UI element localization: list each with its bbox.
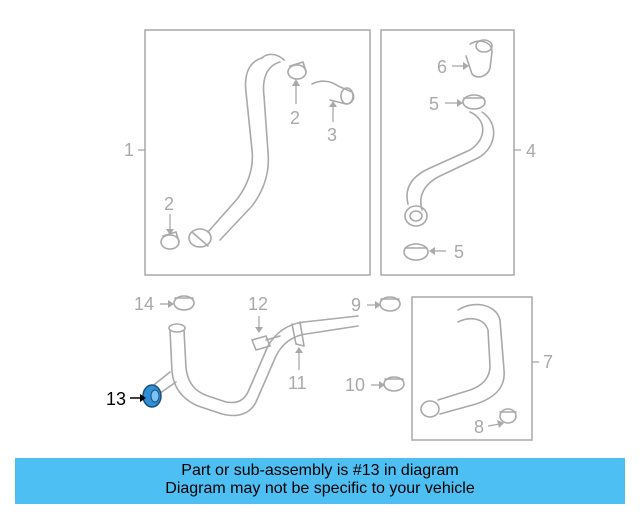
callout-1: 1 [124,140,134,160]
callout-9: 9 [351,295,361,315]
elbow-part-3 [311,80,355,122]
clamp-part-9 [367,296,401,312]
clamp-part-2-upper [287,61,307,104]
pipe-part-11 [149,315,359,417]
banner-line-1: Part or sub-assembly is #13 in diagram [181,462,459,479]
panel-hose-assembly-1 [144,29,371,276]
panel-hose-assembly-7 [411,296,533,441]
callout-8: 8 [474,417,484,437]
callout-13[interactable]: 13 [106,389,126,409]
callout-6: 6 [437,57,447,77]
callout-5-lower: 5 [454,242,464,262]
callout-5-upper: 5 [429,94,439,114]
hose-part-4 [404,111,495,227]
connector-part-13[interactable] [142,384,162,408]
callout-14: 14 [134,294,154,314]
callout-11: 11 [288,373,307,393]
clamp-part-2-lower [160,214,180,250]
leader-part-13 [130,394,146,402]
banner-line-2: Diagram may not be specific to your vehi… [165,480,475,497]
callout-7: 7 [543,352,553,372]
fitting-part-6 [452,39,493,78]
callout-2-lower: 2 [164,194,174,214]
clamp-part-5-lower [403,243,446,261]
callout-3: 3 [327,125,337,145]
callout-4: 4 [526,141,536,161]
hose-part-7 [420,303,505,418]
bolt-part-12 [251,316,281,351]
clamp-part-8 [487,408,517,428]
callout-10: 10 [345,375,365,395]
callout-2-upper: 2 [290,108,300,128]
info-banner: Part or sub-assembly is #13 in diagram D… [15,458,625,504]
clamp-part-10 [371,376,405,392]
callout-12: 12 [248,294,268,314]
hose-part-1 [188,53,285,248]
clamp-part-14 [160,295,195,311]
clamp-part-5-upper [445,94,486,110]
panel-hose-assembly-4 [380,29,515,276]
